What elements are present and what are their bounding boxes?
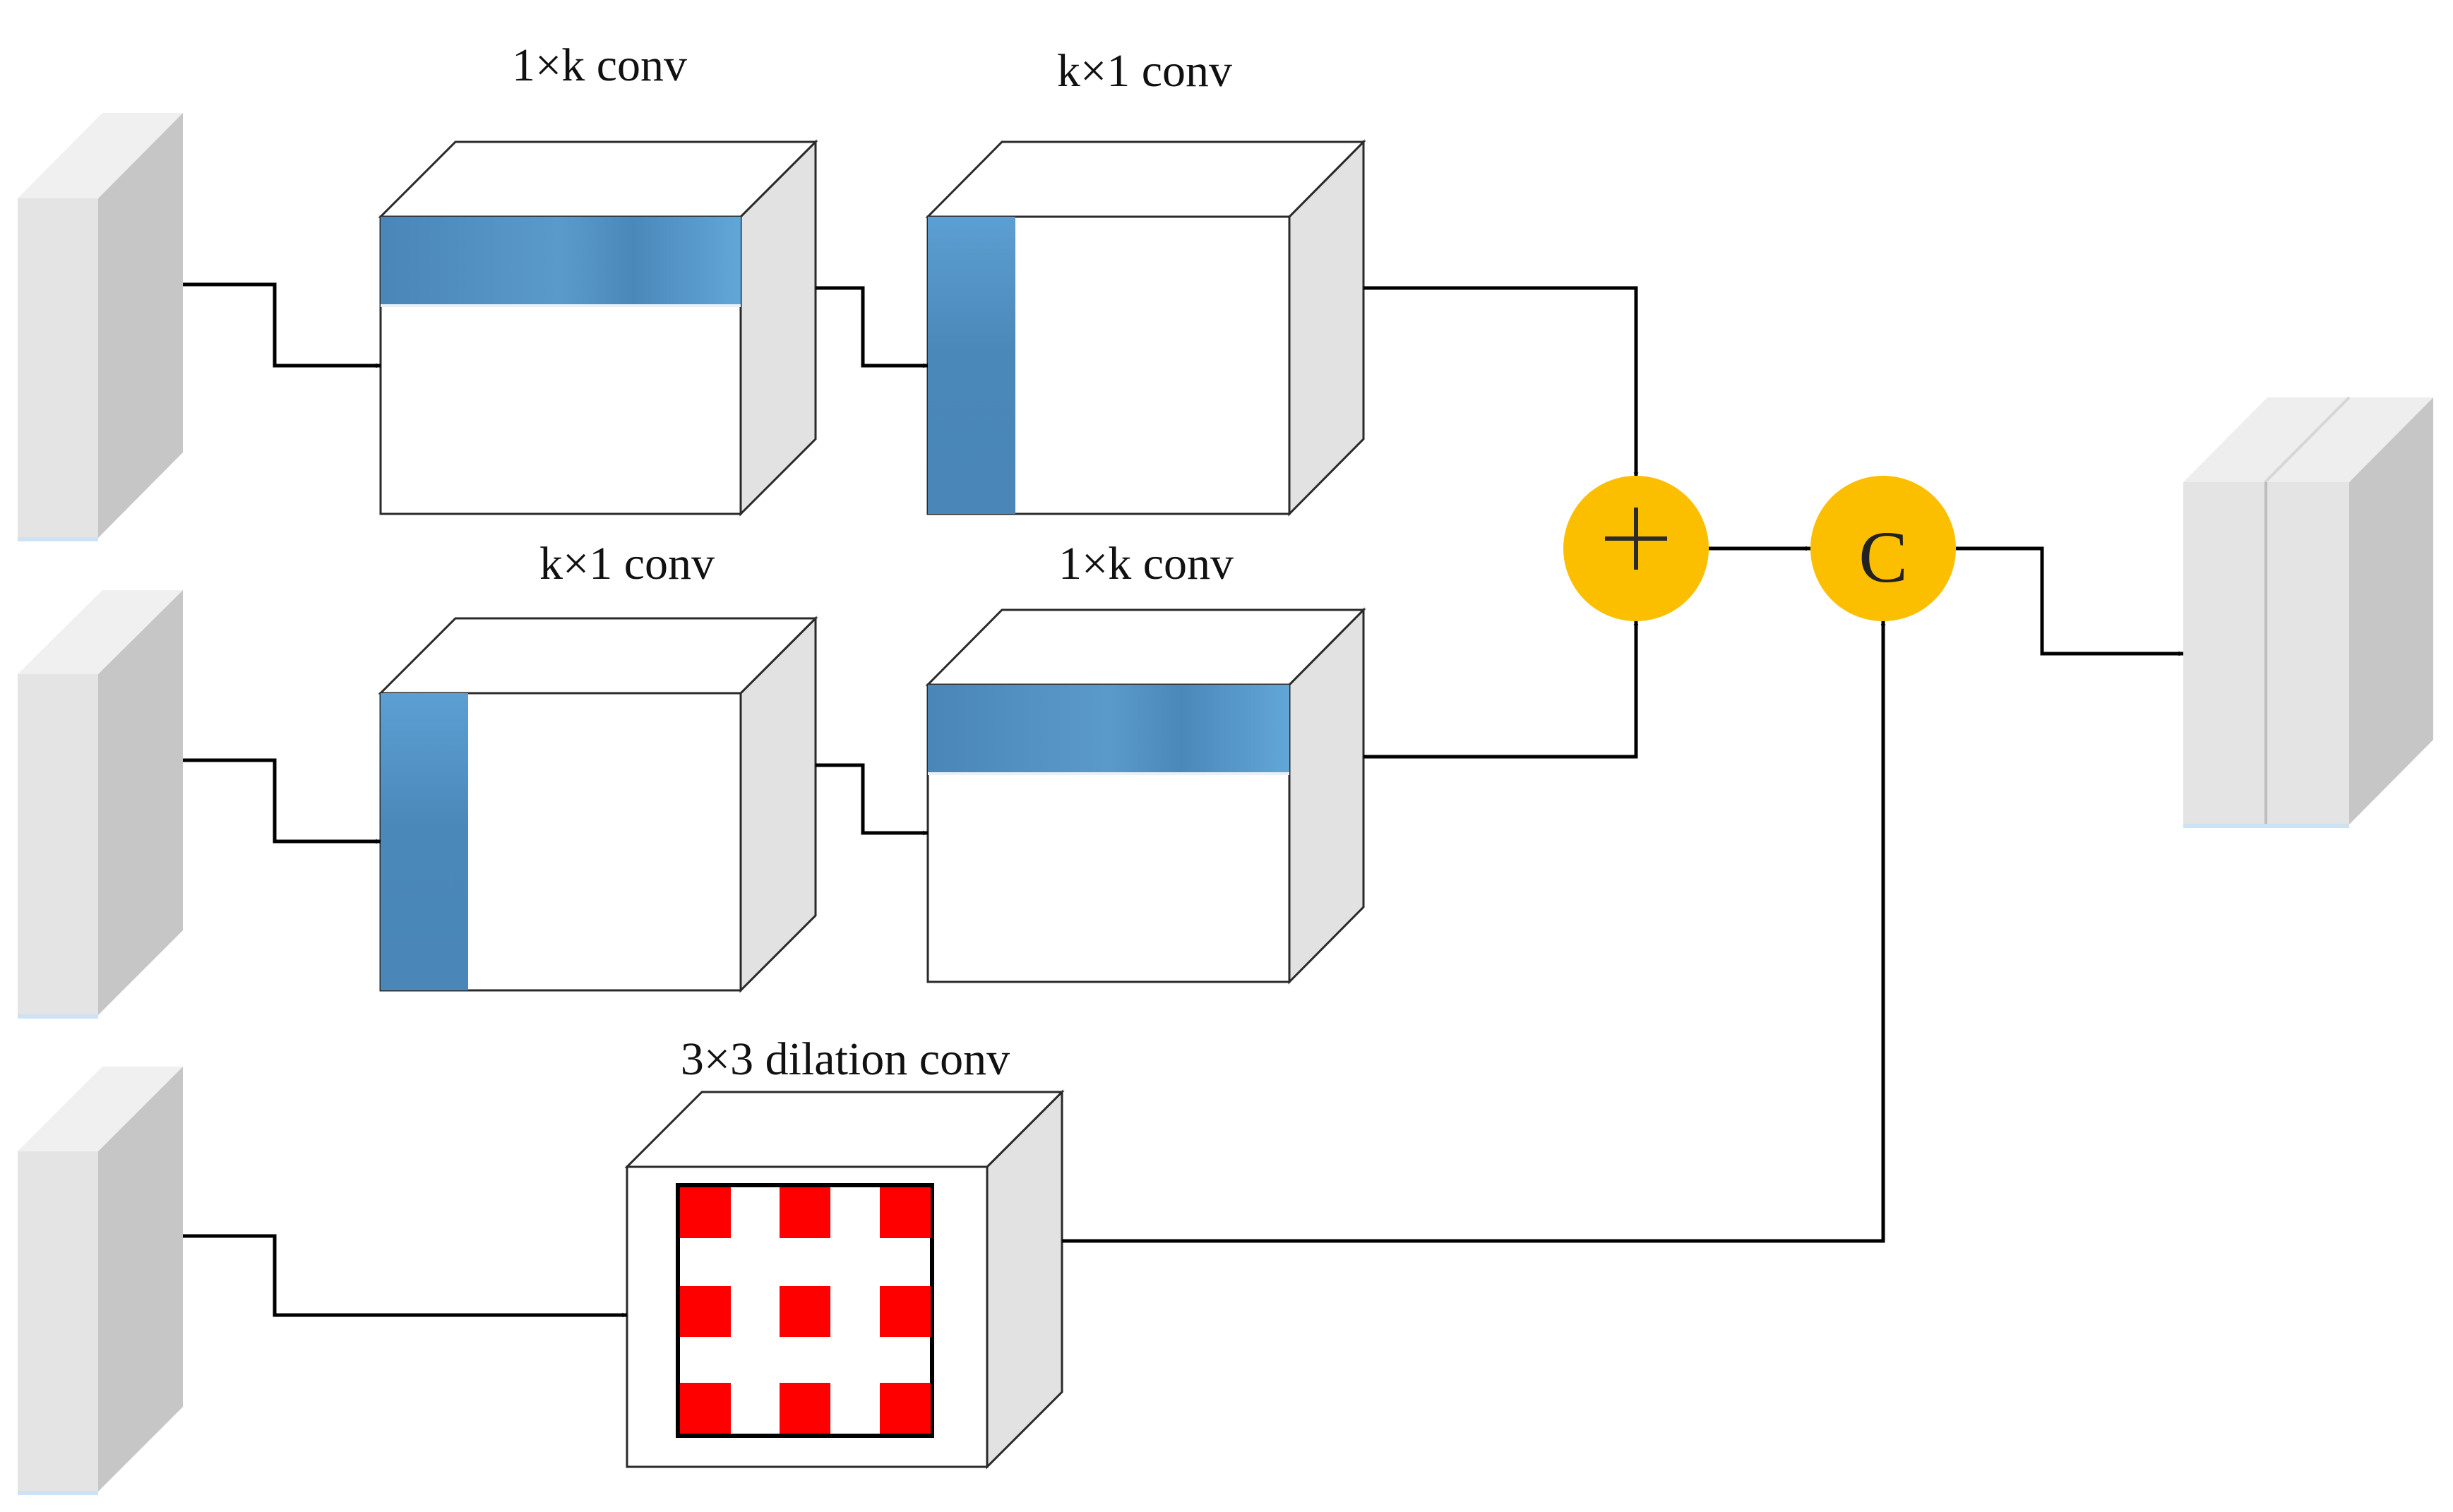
arrow-mid-kx1-to-1xk xyxy=(816,763,929,836)
concat-operator: C xyxy=(1810,476,1956,621)
kernel-column-kx1 xyxy=(381,693,468,990)
arrow-concat-to-output xyxy=(1956,546,2184,656)
dilation-kernel-cell xyxy=(780,1286,830,1337)
arrow-input3-to-dilation xyxy=(183,1234,628,1318)
conv-block-mid-kx1 xyxy=(378,616,818,993)
conv-block-top-kx1 xyxy=(925,139,1366,517)
label-mid-second: 1×k conv xyxy=(1058,538,1234,589)
concat-c-icon: C xyxy=(1858,517,1907,598)
dilation-kernel-cell xyxy=(780,1383,830,1434)
input-feature-map-2 xyxy=(18,590,183,1019)
conv-block-mid-1xk xyxy=(925,607,1366,985)
input-feature-map-3 xyxy=(18,1067,183,1495)
kernel-row-1xk xyxy=(381,217,741,306)
dilation-kernel-cell xyxy=(880,1286,931,1337)
conv-block-dilation xyxy=(624,1089,1065,1470)
add-operator xyxy=(1563,476,1709,621)
arrow-dilation-to-concat xyxy=(1062,620,1886,1243)
dilation-kernel-cell xyxy=(680,1286,731,1337)
dilation-kernel-cell xyxy=(880,1187,931,1238)
label-mid-first: k×1 conv xyxy=(539,538,715,589)
label-dilation: 3×3 dilation conv xyxy=(681,1033,1010,1085)
arrow-input2-to-mid-kx1 xyxy=(183,758,381,844)
kernel-row-1xk xyxy=(928,685,1289,774)
arrow-mid-to-add xyxy=(1363,620,1639,759)
dilation-kernel-cell xyxy=(780,1187,830,1238)
arrow-input1-to-top-1xk xyxy=(183,282,381,368)
arrow-top-to-add xyxy=(1363,286,1639,478)
output-feature-map xyxy=(2183,396,2433,828)
input-feature-map-1 xyxy=(18,113,183,541)
dilation-kernel-cell xyxy=(680,1187,731,1238)
label-top-first: 1×k conv xyxy=(512,40,687,91)
connectors xyxy=(183,282,2184,1318)
arrow-top-1xk-to-kx1 xyxy=(816,286,929,368)
kernel-column-kx1 xyxy=(928,217,1015,514)
conv-block-top-1xk xyxy=(378,139,818,517)
dilation-kernel-cell xyxy=(680,1383,731,1434)
dilation-kernel-grid xyxy=(680,1187,931,1434)
dilation-kernel-cell xyxy=(880,1383,931,1434)
label-top-second: k×1 conv xyxy=(1057,45,1232,97)
